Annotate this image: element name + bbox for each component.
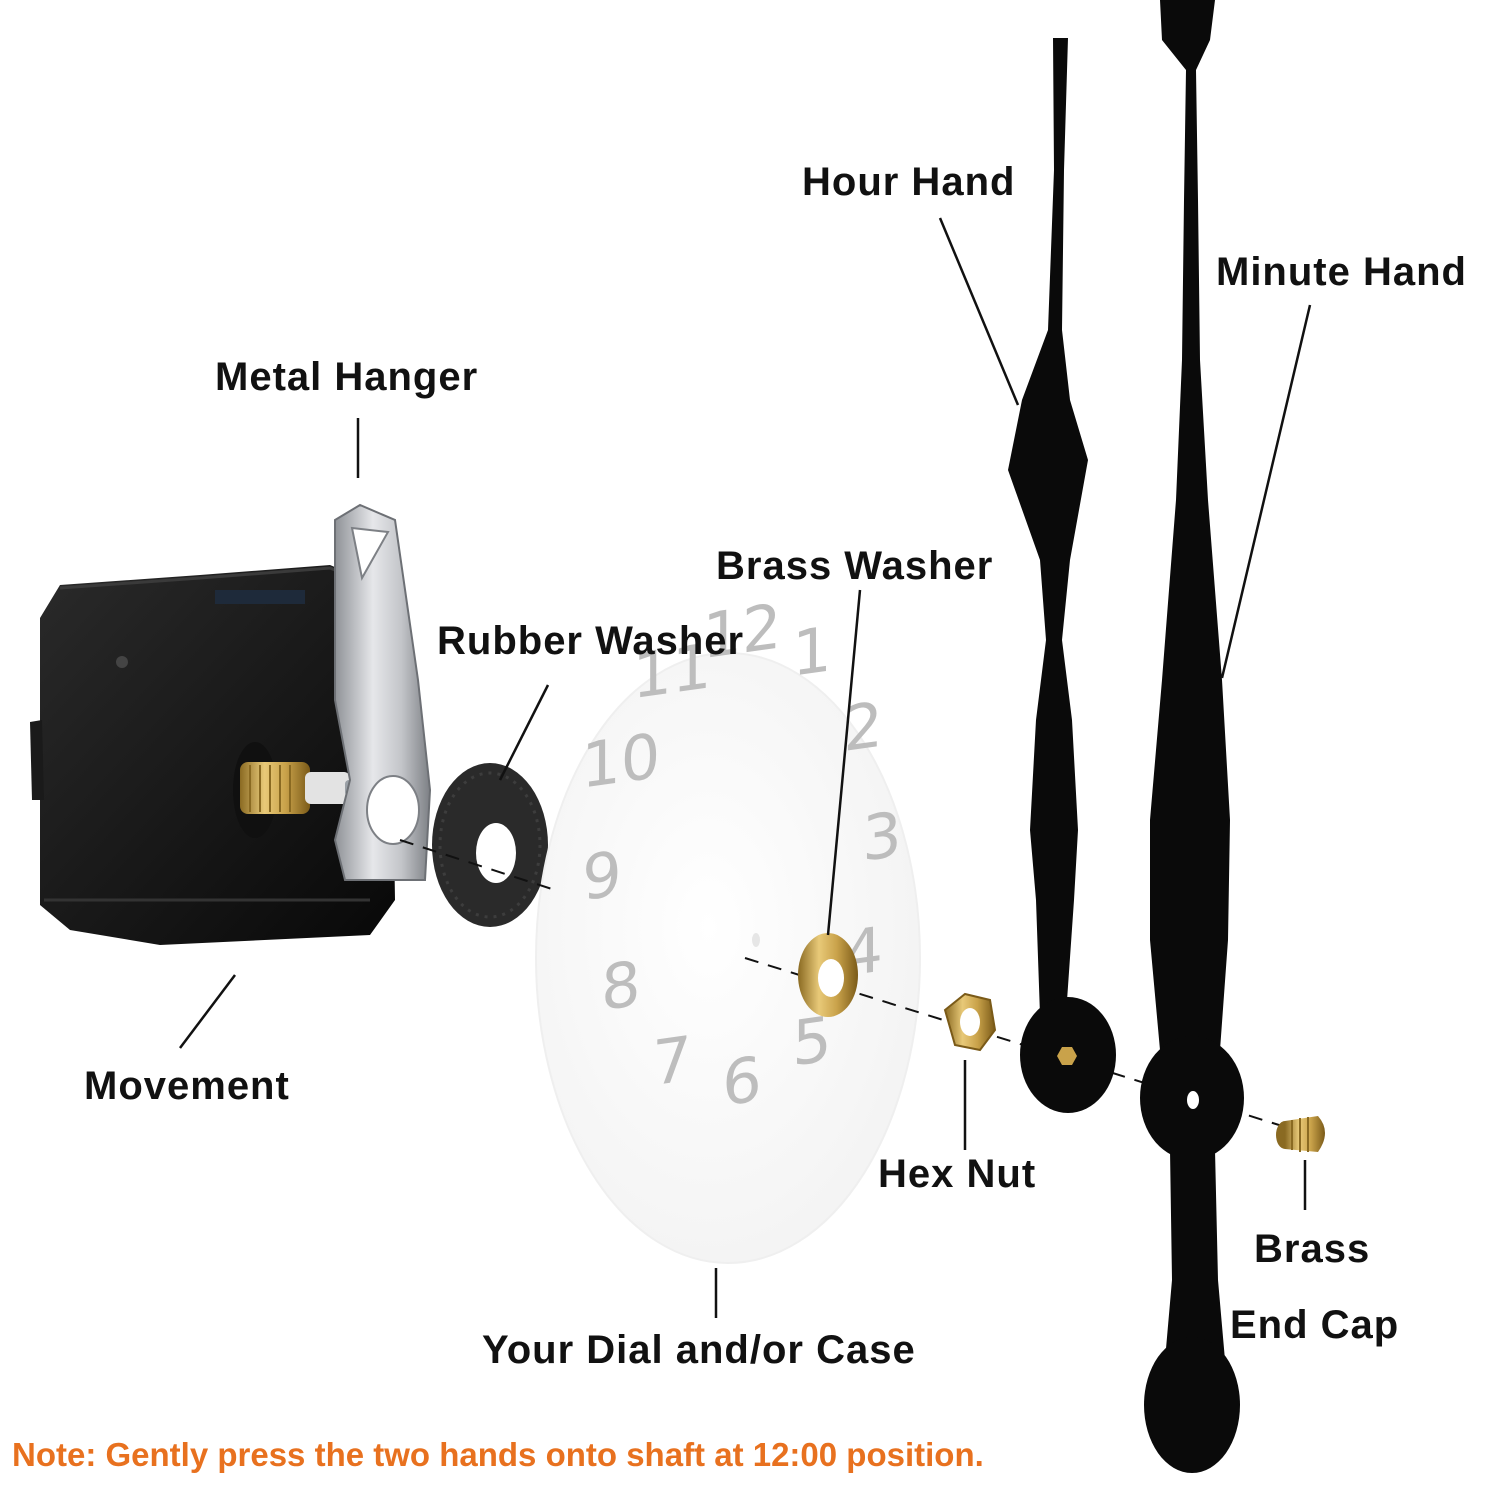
leader-minute-hand (1222, 305, 1310, 678)
dial-number: 1 (792, 612, 831, 690)
brass-end-cap (1276, 1116, 1325, 1152)
dial-number: 6 (722, 1042, 761, 1120)
leader-movement (180, 975, 235, 1048)
dial-number: 3 (862, 798, 901, 876)
label-brass-washer: Brass Washer (716, 546, 993, 586)
metal-hanger (335, 505, 430, 880)
dial-number: 8 (601, 947, 640, 1025)
leader-hour-hand (940, 218, 1018, 405)
hex-nut (945, 994, 995, 1050)
assembly-note: Note: Gently press the two hands onto sh… (12, 1436, 984, 1474)
dial-number: 9 (582, 837, 621, 915)
rubber-washer (432, 763, 548, 927)
label-dial: Your Dial and/or Case (482, 1330, 916, 1370)
label-brass: Brass (1254, 1229, 1370, 1269)
dial-number: 10 (581, 719, 660, 803)
label-hex-nut: Hex Nut (878, 1154, 1036, 1194)
dial-number: 7 (652, 1022, 691, 1100)
label-rubber-washer: Rubber Washer (437, 621, 744, 661)
label-minute-hand: Minute Hand (1216, 252, 1467, 292)
label-metal-hanger: Metal Hanger (215, 357, 478, 397)
minute-hand (1140, 0, 1244, 1473)
leader-rubber-washer (500, 685, 548, 780)
label-hour-hand: Hour Hand (802, 162, 1015, 202)
label-movement: Movement (84, 1066, 290, 1106)
hour-hand (1008, 38, 1116, 1113)
brass-washer (798, 933, 858, 1017)
label-end-cap: End Cap (1230, 1305, 1399, 1345)
